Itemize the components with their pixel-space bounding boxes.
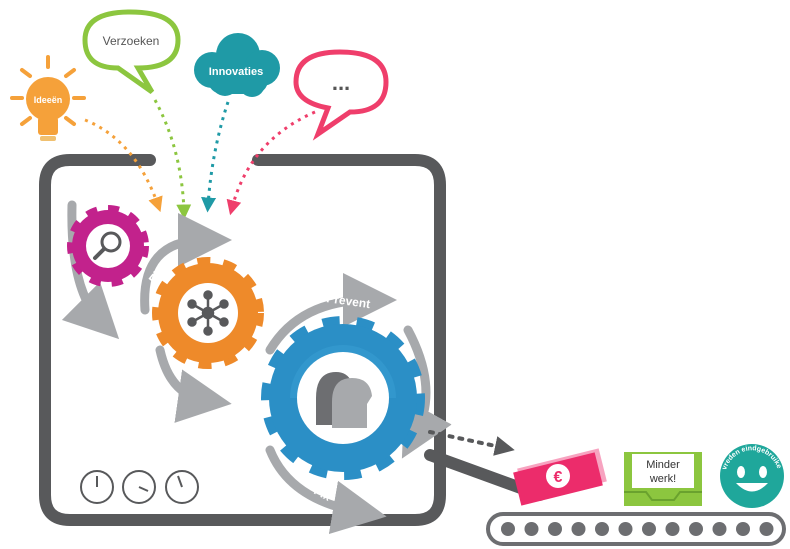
clock-icon bbox=[80, 470, 199, 504]
conveyor-belt bbox=[486, 512, 786, 546]
belt-roller bbox=[501, 522, 515, 536]
belt-roller bbox=[618, 522, 633, 536]
less-work-line1: Minder bbox=[646, 459, 680, 471]
output-arrow bbox=[428, 430, 515, 456]
process-arrows bbox=[61, 200, 452, 535]
find-gear bbox=[67, 205, 149, 287]
euro-symbol: € bbox=[554, 469, 563, 486]
belt-roller bbox=[548, 522, 562, 536]
ideas-label: Ideeën bbox=[34, 95, 63, 105]
belt-roller bbox=[642, 522, 656, 536]
less-work-line2: werk! bbox=[649, 473, 676, 485]
people-icon bbox=[316, 372, 372, 428]
cloud-icon bbox=[194, 33, 280, 97]
belt-roller bbox=[736, 522, 750, 536]
other-arrow bbox=[226, 110, 316, 216]
more-label: ... bbox=[332, 70, 350, 95]
network-icon bbox=[187, 290, 229, 336]
belt-roller bbox=[759, 522, 774, 536]
belt-roller bbox=[571, 522, 586, 536]
banknote-icon bbox=[513, 448, 607, 506]
speech-bubble-icon bbox=[82, 9, 181, 95]
lightbulb-icon bbox=[10, 55, 86, 141]
belt-roller bbox=[595, 522, 609, 536]
magnifier-icon bbox=[93, 231, 122, 260]
prevent-label: Prevent bbox=[326, 291, 372, 311]
belt-roller bbox=[524, 522, 539, 536]
more-bubble-icon bbox=[293, 49, 389, 141]
requests-arrow bbox=[153, 99, 192, 220]
belt-roller bbox=[689, 522, 703, 536]
process-frame bbox=[39, 154, 446, 526]
innovations-arrow bbox=[201, 101, 230, 213]
belt-roller bbox=[712, 522, 727, 536]
inbox-tray-icon bbox=[624, 452, 702, 506]
smiley-icon bbox=[720, 444, 784, 508]
belt-roller bbox=[665, 522, 680, 536]
requests-label: Verzoeken bbox=[103, 34, 160, 48]
innovations-label: Innovaties bbox=[209, 66, 263, 78]
